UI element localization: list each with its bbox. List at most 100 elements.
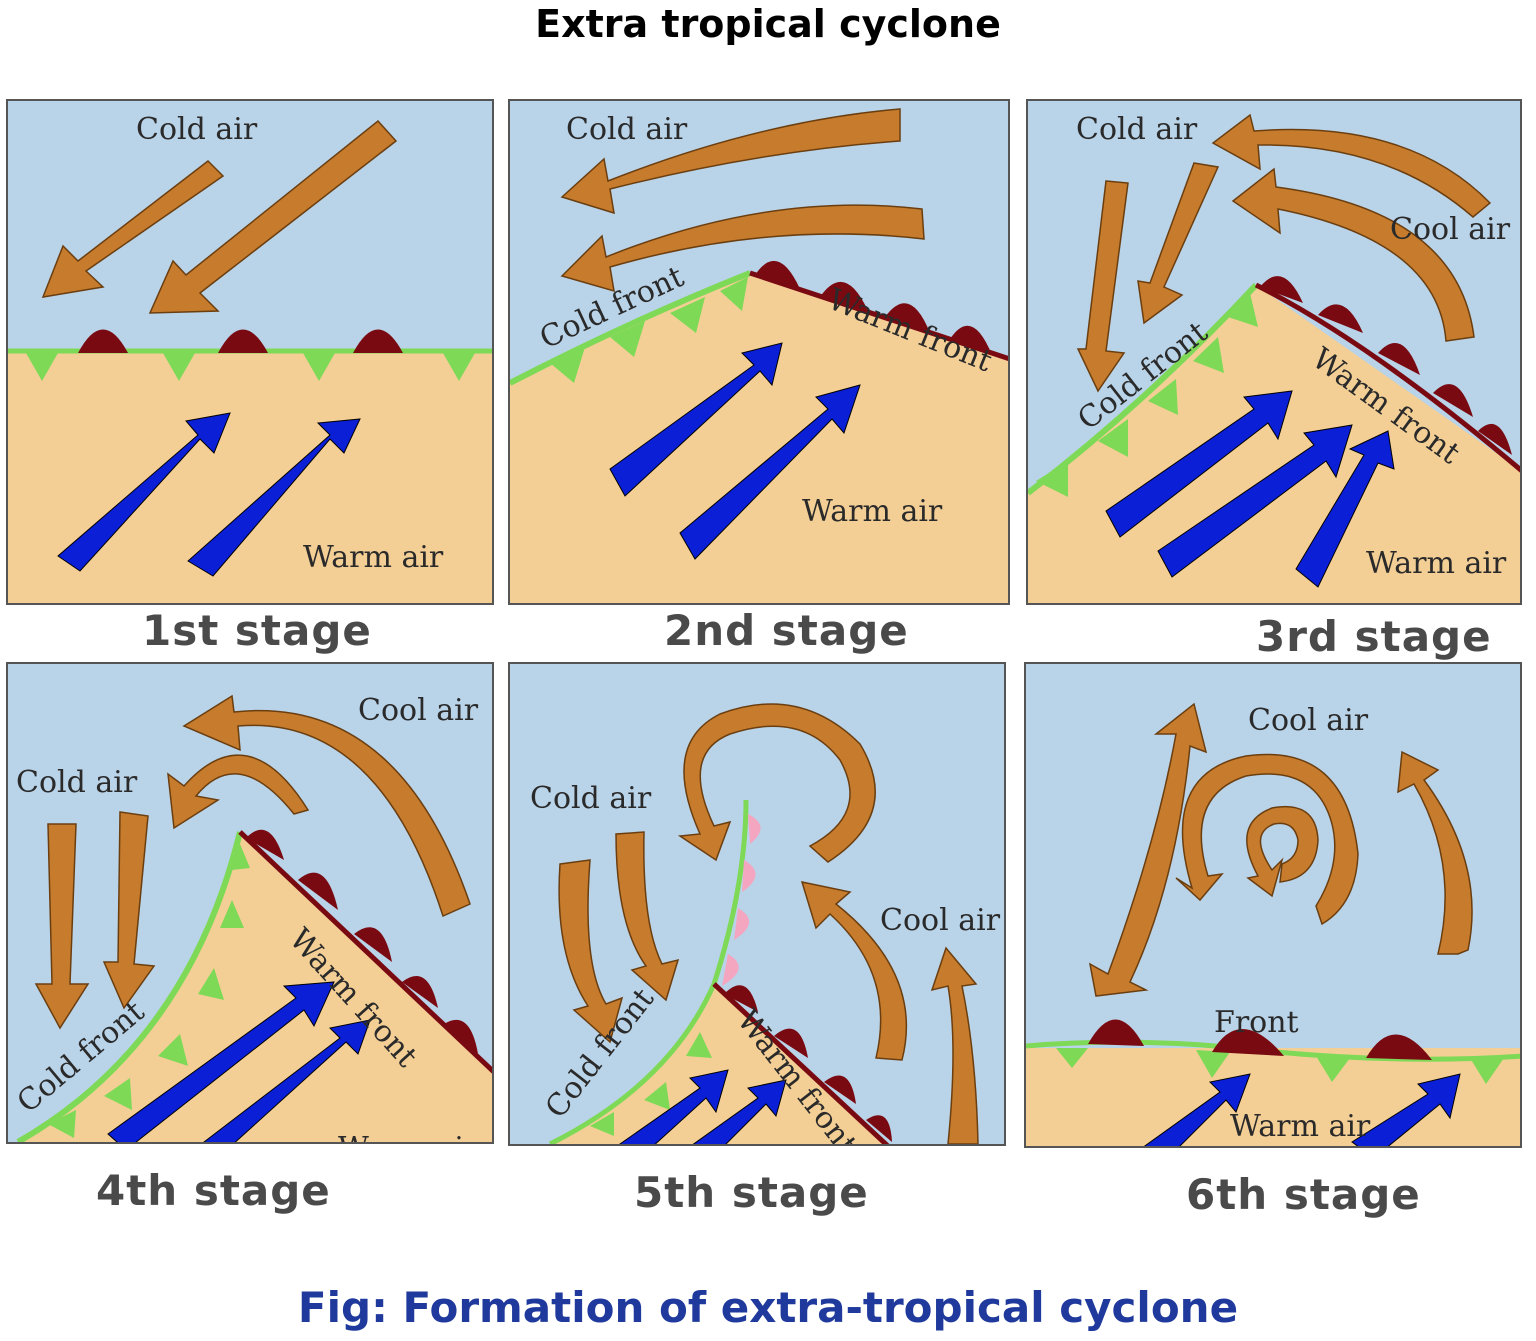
stage-2-panel: Cold air Cold front Warm front Warm air [508,99,1010,605]
stage-6-panel: Cool air Front Warm air [1024,662,1522,1148]
warm-front-bumps [1260,276,1512,455]
cold-air-arrow [1076,180,1129,393]
label: Cool air [880,903,1001,938]
warm-air-arrows [619,1069,787,1144]
cold-air-arrow [1137,162,1220,325]
label: Cool air [1390,212,1511,247]
label: Cold air [136,112,258,147]
cold-air-arrows [558,703,979,1144]
stage-3-diagram: Cold air Cool air Cold front Warm front … [1028,112,1520,603]
cold-air-arrow [1397,750,1473,955]
stage-5-panel: Cold air Cool air Cold front Warm front [508,662,1006,1146]
warm-front-line [1254,282,1520,473]
cold-air-arrow [615,831,680,1002]
warm-air-arrow [107,981,335,1142]
warm-air-region [1028,285,1520,603]
cold-air-arrows [1076,113,1492,393]
cold-air-arrow [41,160,225,298]
cold-front-line [16,831,243,1142]
warm-air-arrow [203,1019,371,1142]
cold-air-arrow [1246,806,1319,898]
warm-air-arrow [1105,390,1293,538]
warm-air-arrow [679,384,861,560]
label: Cold air [530,781,652,816]
stage-6-diagram: Cool air Front Warm air [1026,702,1520,1146]
warm-air-region [510,273,1008,603]
label: Cool air [358,693,479,728]
warm-air-arrow [1157,424,1353,578]
cold-air-arrows [560,108,925,293]
cold-front-teeth [1036,293,1258,497]
stage-2-diagram: Cold air Cold front Warm front Warm air [510,108,1008,603]
label: Cold air [1076,112,1198,147]
warm-air-arrow [1143,1073,1251,1146]
cold-air-arrow [148,119,398,314]
warm-front-bumps [1088,1019,1432,1060]
warm-air-arrows [57,412,361,577]
cold-air-arrow [1231,167,1475,342]
cold-air-arrow [34,823,90,1030]
warm-front-bumps [755,260,992,355]
occluded-bumps [722,814,761,986]
cold-air-arrow [102,811,156,1010]
cold-front-teeth [550,277,748,383]
cold-air-arrow [560,204,925,293]
warm-air-arrow [609,342,783,497]
warm-air-arrow [619,1069,729,1144]
cold-air-arrow [167,754,310,830]
cold-air-arrow [560,108,901,215]
stage-1-diagram: Cold air Warm air [8,112,492,603]
stage-5-label: 5th stage [634,1168,869,1217]
label: Warm air [338,1131,479,1144]
stage-6-label: 6th stage [1186,1170,1421,1219]
warm-air-arrow [1295,430,1395,588]
warm-air-arrow [1351,1073,1461,1146]
stage-4-panel: Cool air Cold air Cold front Warm front … [6,662,494,1144]
cold-air-arrow [1175,753,1359,926]
cold-air-arrows [41,119,398,314]
warm-front-line [712,982,890,1144]
cold-air-arrow [1088,702,1208,997]
warm-air-arrow [57,412,231,572]
stage-4-label: 4th stage [96,1166,331,1215]
label: Warm air [1230,1109,1371,1144]
warm-air-arrow [692,1079,787,1144]
figure-title: Extra tropical cyclone [535,2,1001,46]
stage-2-label: 2nd stage [664,606,909,655]
warm-front-bumps [78,329,403,353]
cold-air-arrow [800,881,908,1061]
warm-front-line [238,830,492,1074]
stage-3-panel: Cold air Cool air Cold front Warm front … [1026,99,1522,605]
label: Cold air [16,765,138,800]
warm-air-arrows [1105,390,1395,588]
cold-front-teeth [26,353,475,381]
label: Warm air [802,494,943,529]
warm-air-region [18,832,492,1142]
label: Front [1214,1005,1299,1040]
stage-5-diagram: Cold air Cool air Cold front Warm front [530,703,1001,1144]
warm-front-bumps [246,829,478,1054]
warm-air-arrows [107,981,371,1142]
warm-air-arrows [1143,1073,1461,1146]
cold-air-arrows [34,694,471,1030]
label: Warm air [1366,546,1507,581]
cold-air-arrow [558,859,624,1044]
label: Cold air [566,112,688,147]
label: Cool air [1248,703,1369,738]
stage-1-label: 1st stage [142,606,372,655]
cold-air-arrow [677,703,876,863]
warm-air-region [550,984,886,1144]
warm-air-arrows [609,342,861,560]
label: Warm air [303,540,444,575]
cold-front-teeth [1056,1048,1504,1084]
stage-4-diagram: Cool air Cold air Cold front Warm front … [11,693,492,1144]
warm-air-arrow [187,418,361,577]
cold-front-teeth [48,844,250,1138]
cold-air-arrow [930,946,979,1144]
cold-front-line [510,270,752,386]
warm-front-bumps [724,985,892,1142]
cold-front-teeth [590,1032,712,1136]
cold-air-arrows [1088,702,1473,997]
cold-air-arrow [182,694,471,918]
cold-air-arrow [1211,113,1492,218]
